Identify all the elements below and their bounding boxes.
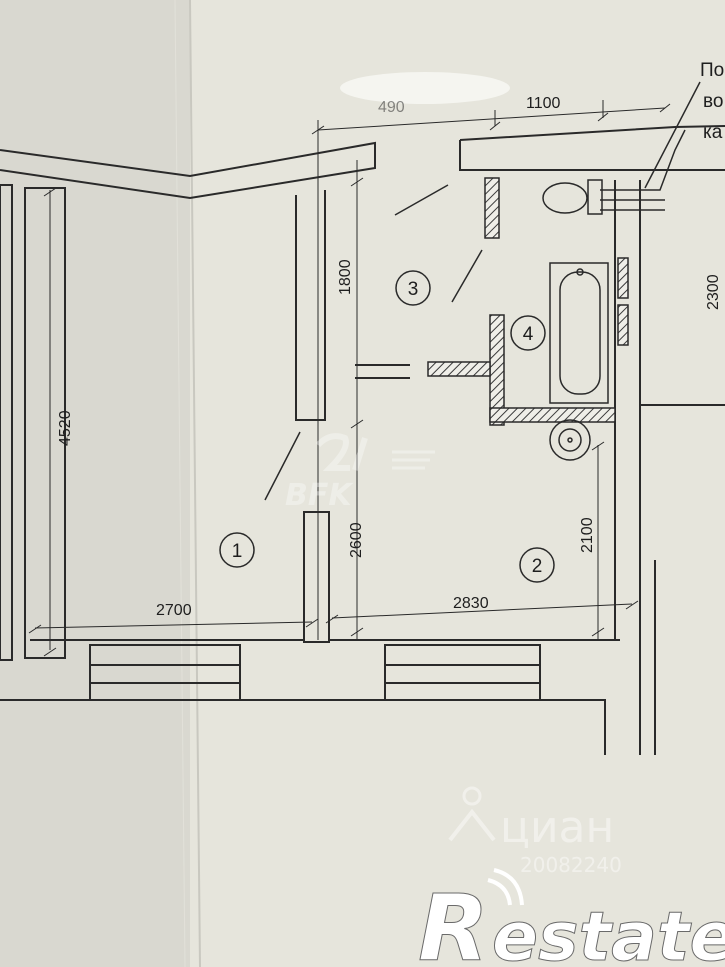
room-4-circle — [510, 315, 546, 351]
dim-1100: 1100 — [526, 95, 561, 112]
dim-2700: 2700 — [156, 602, 192, 619]
door-swings — [264, 184, 483, 501]
room-markers: 1 2 3 4 — [219, 270, 555, 583]
note-fragment: По во ка — [700, 60, 724, 143]
sink-icon — [549, 419, 591, 461]
bathtub-icon — [549, 262, 609, 404]
dim-partial-top: 490 — [378, 99, 405, 116]
note-line-3: ка — [703, 122, 723, 143]
note-line-1: По — [700, 60, 724, 81]
cian-watermark-id: 20082240 — [520, 853, 622, 877]
cian-watermark: циан 20082240 — [448, 786, 622, 877]
dim-4520: 4520 — [57, 410, 74, 446]
dim-1800: 1800 — [337, 259, 354, 295]
paper-left-panel — [0, 0, 190, 967]
dim-2830: 2830 — [453, 595, 489, 612]
toilet-icon — [542, 179, 603, 215]
cian-pin-icon — [462, 786, 482, 806]
blurred-patch — [340, 72, 510, 104]
pipes-icon — [600, 81, 701, 211]
cian-watermark-text: циан — [500, 802, 614, 853]
paper-fold — [189, 0, 201, 967]
dimension-lines — [28, 100, 671, 657]
room-1-number: 1 — [232, 541, 243, 562]
dim-2600: 2600 — [348, 522, 365, 558]
agency-watermark-text: BFK — [285, 478, 354, 513]
walls — [0, 125, 725, 755]
restate-text: estate — [492, 898, 725, 967]
restate-initial: R — [418, 875, 489, 967]
room-4-number: 4 — [523, 324, 534, 345]
paper-fold-2 — [174, 0, 186, 967]
room-3-number: 3 — [408, 279, 419, 300]
agency-watermark: BFK — [285, 433, 435, 513]
note-line-2: во — [703, 91, 723, 112]
hatched-partitions — [427, 177, 629, 426]
room-2-circle — [519, 547, 555, 583]
room-1-circle — [219, 532, 255, 568]
dim-2100: 2100 — [579, 517, 596, 553]
restate-logo: R estate — [418, 868, 725, 967]
room-3-circle — [395, 270, 431, 306]
dim-2300: 2300 — [705, 274, 722, 310]
room-2-number: 2 — [532, 556, 543, 577]
restate-signal-icon — [487, 878, 512, 906]
dimension-labels: 1100 490 1800 2300 4520 2600 2100 2700 2… — [57, 95, 722, 619]
